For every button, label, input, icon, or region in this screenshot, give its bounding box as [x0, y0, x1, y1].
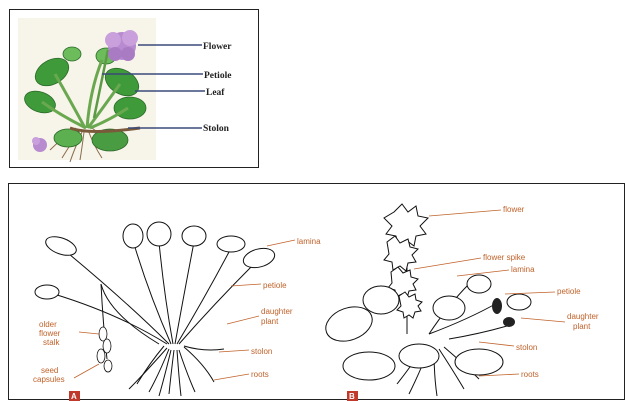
- panel-a-plant-drawing: [54, 242, 254, 396]
- label-a-plant: plant: [261, 317, 279, 326]
- label-b-roots: roots: [521, 370, 539, 379]
- label-b-stolon: stolon: [516, 343, 537, 352]
- flower-drawing: [105, 30, 138, 61]
- label-a-petiole: petiole: [263, 281, 287, 290]
- label-a-seed: seed: [41, 366, 58, 375]
- water-hyacinth-color-diagram: Flower Petiole Leaf Stolon: [9, 9, 259, 168]
- line-drawing-figure: lamina petiole daughter plant stolon roo…: [9, 184, 625, 401]
- label-b-daughter: daughter: [567, 312, 599, 321]
- label-b-petiole: petiole: [557, 287, 581, 296]
- label-leaf: Leaf: [206, 88, 225, 98]
- label-stolon: Stolon: [203, 124, 230, 134]
- label-a-stolon: stolon: [251, 347, 272, 356]
- label-b-lamina: lamina: [511, 265, 535, 274]
- label-a-daughter: daughter: [261, 307, 293, 316]
- label-a-flower: flower: [39, 329, 61, 338]
- label-b-flower: flower: [503, 205, 525, 214]
- label-a-capsules: capsules: [33, 375, 65, 384]
- water-hyacinth-line-drawings: lamina petiole daughter plant stolon roo…: [8, 183, 625, 400]
- label-flower: Flower: [203, 42, 232, 52]
- label-a-older: older: [39, 320, 57, 329]
- label-b-plant: plant: [573, 322, 591, 331]
- color-plant-illustration: Flower Petiole Leaf Stolon: [10, 10, 260, 169]
- panel-a-seed-capsules: [97, 327, 112, 372]
- panel-b-laminas: [321, 275, 531, 380]
- label-petiole: Petiole: [204, 71, 231, 81]
- label-a-stalk: stalk: [43, 338, 60, 347]
- label-a-roots: roots: [251, 370, 269, 379]
- label-b-flower-spike: flower spike: [483, 253, 526, 262]
- label-a-lamina: lamina: [297, 237, 321, 246]
- panel-a-laminas: [35, 222, 277, 299]
